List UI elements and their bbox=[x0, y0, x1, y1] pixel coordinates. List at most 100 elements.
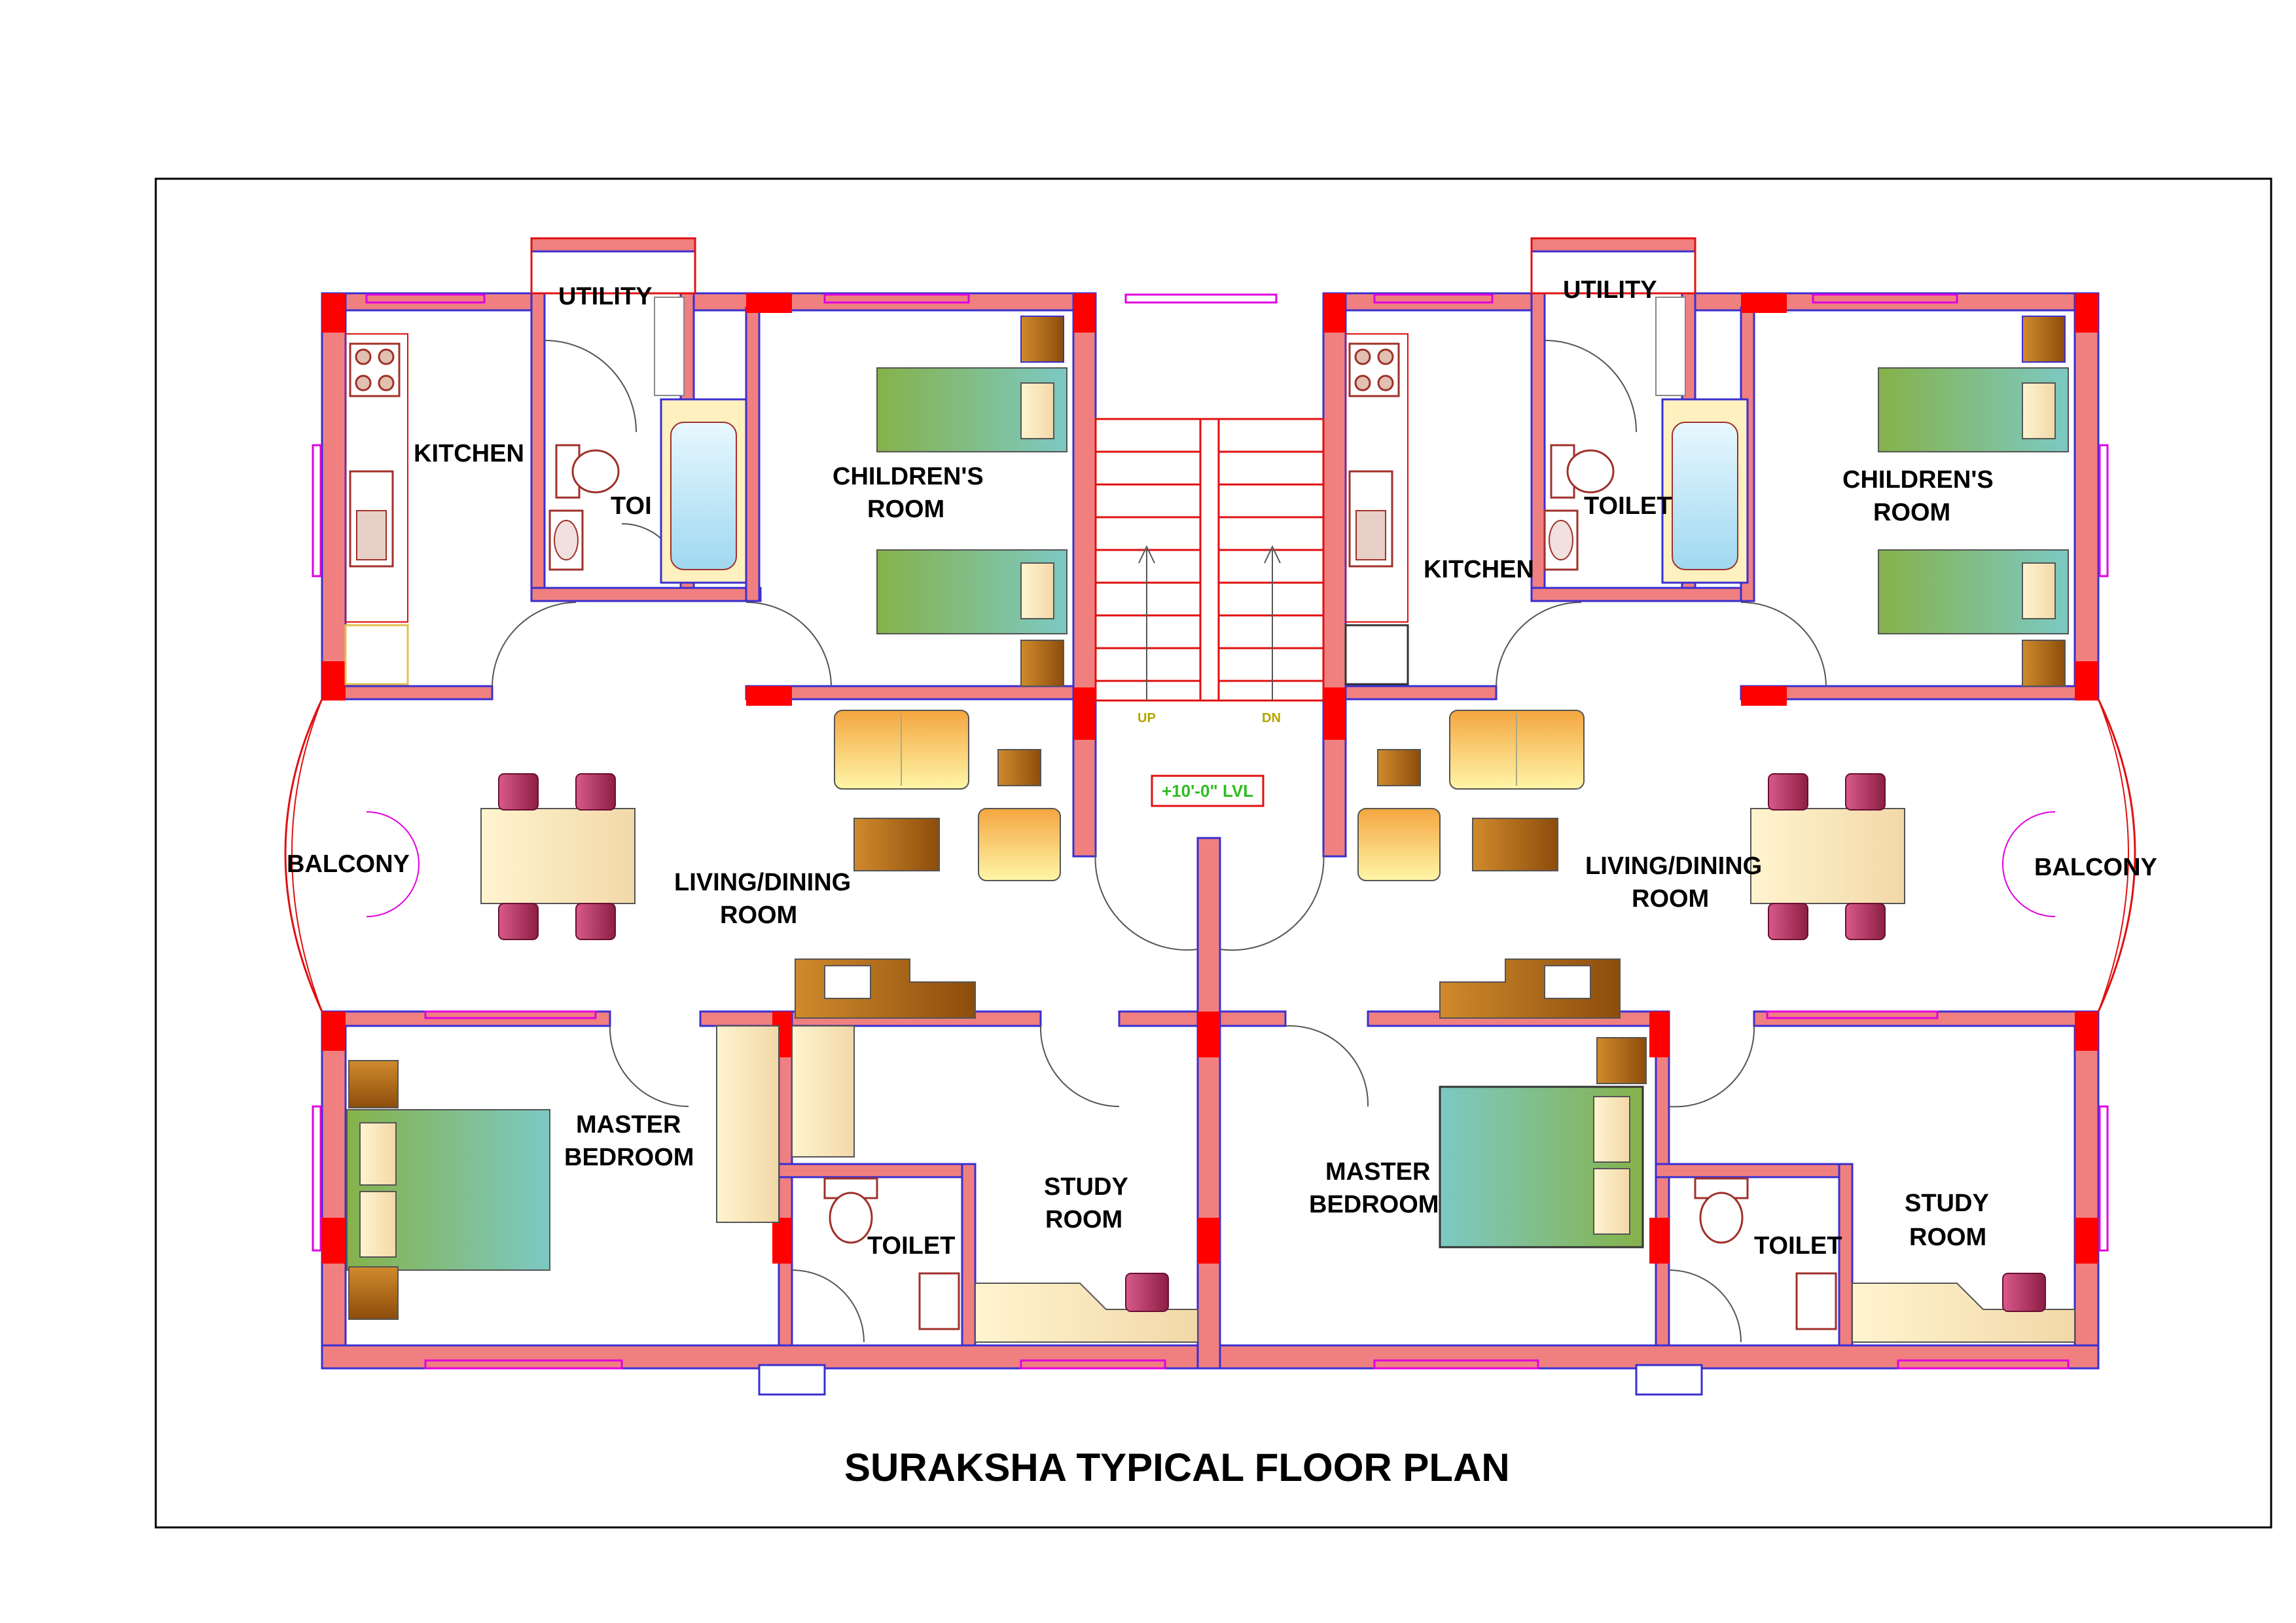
wall-lower-toilet-right-v bbox=[1655, 1010, 1670, 1347]
dining-table bbox=[480, 808, 636, 904]
level-tag-box bbox=[1151, 775, 1265, 807]
wall-lower-toilet-left-v2 bbox=[961, 1163, 977, 1347]
balconies bbox=[284, 237, 2136, 1012]
label-master-right-2: BEDROOM bbox=[1309, 1191, 1439, 1218]
balcony-left-curve bbox=[284, 699, 323, 1012]
fridge bbox=[344, 624, 409, 685]
label-living-left-2: ROOM bbox=[720, 902, 797, 929]
wall-utility-right bbox=[1530, 237, 1696, 253]
wall-right-outer bbox=[2073, 292, 2100, 701]
wall-toilet-left-d bbox=[745, 306, 761, 602]
label-master-right-1: MASTER bbox=[1325, 1158, 1430, 1186]
sofa bbox=[834, 710, 969, 790]
label-living-left-1: LIVING/DINING bbox=[674, 869, 851, 896]
coffee-table bbox=[853, 818, 940, 871]
wardrobe bbox=[716, 1025, 780, 1223]
label-living-right-2: ROOM bbox=[1632, 885, 1709, 913]
wall-kitchen-bottom-left bbox=[321, 685, 493, 701]
wall-utility-left bbox=[530, 237, 696, 253]
furniture-left bbox=[344, 297, 1198, 1396]
nightstand bbox=[2022, 316, 2066, 363]
wall-bed-top-right-a bbox=[1219, 1010, 1287, 1027]
stove-icon bbox=[349, 342, 401, 397]
armchair bbox=[978, 808, 1061, 881]
label-utility-right: UTILITY bbox=[1563, 276, 1657, 304]
door-swings bbox=[366, 340, 2056, 1343]
wall-kitchen-bottom-right bbox=[1344, 685, 1498, 701]
label-children-right-2: ROOM bbox=[1873, 499, 1950, 526]
label-children-left-2: ROOM bbox=[867, 496, 944, 523]
tv-unit bbox=[795, 958, 976, 1019]
wall-lower-toilet-right-h bbox=[1655, 1163, 1854, 1178]
sink-icon bbox=[1348, 470, 1393, 568]
sink-icon bbox=[349, 470, 394, 568]
study-chair bbox=[1125, 1273, 1169, 1312]
nightstand bbox=[2022, 640, 2066, 687]
label-master-left-2: BEDROOM bbox=[564, 1144, 694, 1171]
bathtub-icon bbox=[1661, 398, 1749, 584]
wall-stair-left bbox=[1072, 292, 1097, 858]
washbasin-icon bbox=[1543, 509, 1579, 571]
label-stair-down: DN bbox=[1262, 711, 1281, 725]
wall-children-bottom-left bbox=[745, 685, 1075, 701]
label-toilet-top-right: TOILET bbox=[1584, 492, 1672, 520]
tv-unit bbox=[1439, 958, 1621, 1019]
nightstand bbox=[1020, 640, 1064, 687]
staircase bbox=[1094, 418, 1325, 702]
dining-table bbox=[1750, 808, 1905, 904]
wall-lower-toilet-left-h bbox=[778, 1163, 977, 1178]
label-utility-left: UTILITY bbox=[558, 283, 653, 310]
wall-toilet-left-c bbox=[530, 587, 762, 602]
wall-center-lower bbox=[1196, 837, 1221, 1370]
coffee-table bbox=[1472, 818, 1558, 871]
balcony-right-curve bbox=[2097, 699, 2136, 1012]
drawing-frame bbox=[154, 177, 2272, 1529]
nightstand bbox=[1020, 316, 1064, 363]
wc-icon bbox=[1550, 444, 1615, 499]
wardrobe bbox=[791, 1025, 855, 1158]
label-living-right-1: LIVING/DINING bbox=[1585, 852, 1762, 880]
label-stair-up: UP bbox=[1138, 711, 1156, 725]
bathtub-icon bbox=[660, 398, 747, 584]
label-kitchen-right: KITCHEN bbox=[1424, 556, 1534, 583]
label-study-left-2: ROOM bbox=[1045, 1206, 1122, 1233]
washbasin-icon bbox=[1795, 1272, 1837, 1330]
wall-lower-toilet-right-v2 bbox=[1838, 1163, 1854, 1347]
bed-children-2 bbox=[876, 549, 1067, 634]
bed-children-1 bbox=[876, 367, 1067, 452]
bed-children-1 bbox=[1878, 367, 2069, 452]
wall-toilet-right-a bbox=[1530, 292, 1546, 602]
wall-lower-toilet-left-v bbox=[778, 1010, 793, 1347]
stove-icon bbox=[1348, 342, 1400, 397]
wc-icon bbox=[823, 1177, 878, 1244]
furniture-right bbox=[1344, 297, 2075, 1396]
label-balcony-left: BALCONY bbox=[287, 850, 410, 878]
study-chair bbox=[2002, 1273, 2046, 1312]
label-toilet-bottom-left: TOILET bbox=[867, 1232, 955, 1260]
windows bbox=[312, 293, 2109, 1370]
label-children-left-1: CHILDREN'S bbox=[833, 463, 984, 490]
label-master-left-1: MASTER bbox=[576, 1111, 681, 1139]
wc-icon bbox=[555, 444, 620, 499]
label-toilet-top-left: TOI bbox=[611, 492, 652, 520]
label-study-right-1: STUDY bbox=[1905, 1190, 1989, 1217]
wall-left-outer-lower bbox=[321, 1010, 347, 1370]
label-toilet-bottom-right: TOILET bbox=[1754, 1232, 1842, 1260]
wall-toilet-right-c bbox=[1530, 587, 1749, 602]
wall-left-outer bbox=[321, 292, 347, 701]
plan-title: SURAKSHA TYPICAL FLOOR PLAN bbox=[844, 1446, 1510, 1489]
wall-bed-top-left-c bbox=[1118, 1010, 1199, 1027]
label-level: +10'-0" LVL bbox=[1162, 781, 1253, 801]
washbasin-icon bbox=[918, 1272, 960, 1330]
study-desk bbox=[1852, 1283, 2075, 1343]
label-kitchen-left: KITCHEN bbox=[414, 440, 524, 467]
side-table bbox=[1377, 749, 1421, 786]
fridge bbox=[1344, 624, 1409, 685]
study-desk bbox=[975, 1283, 1198, 1343]
bed-children-2 bbox=[1878, 549, 2069, 634]
washbasin-icon bbox=[548, 509, 584, 571]
wc-icon bbox=[1694, 1177, 1749, 1244]
armchair bbox=[1357, 808, 1441, 881]
wall-right-outer-lower bbox=[2073, 1010, 2100, 1370]
